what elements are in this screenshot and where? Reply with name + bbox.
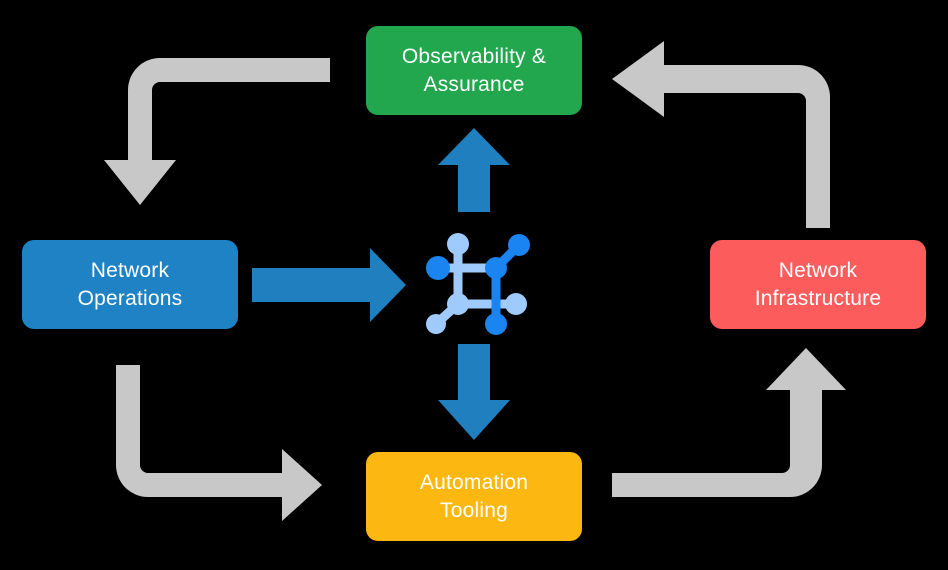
network-topology-icon (426, 233, 530, 335)
blue-arrow-center-to-observability (438, 128, 510, 212)
node-box-network-infrastructure[interactable]: Network Infrastructure (710, 240, 926, 329)
gray-arrow-operations-to-automation (116, 365, 322, 521)
node-label-automation-tooling: Automation Tooling (419, 470, 529, 522)
blue-arrow-operations-to-center (252, 248, 406, 322)
blue-arrow-center-to-automation (438, 344, 510, 440)
gray-arrow-observability-to-operations (104, 58, 330, 205)
node-box-automation-tooling[interactable]: Automation Tooling (366, 452, 582, 541)
gray-arrow-infrastructure-to-observability (612, 41, 830, 228)
node-box-observability[interactable]: Observability & Assurance (366, 26, 582, 115)
node-label-observability: Observability & Assurance (401, 44, 547, 96)
node-box-network-operations[interactable]: Network Operations (22, 240, 238, 329)
node-label-network-infrastructure: Network Infrastructure (754, 258, 882, 310)
node-label-network-operations: Network Operations (77, 258, 183, 310)
gray-arrow-automation-to-infrastructure (612, 348, 846, 497)
